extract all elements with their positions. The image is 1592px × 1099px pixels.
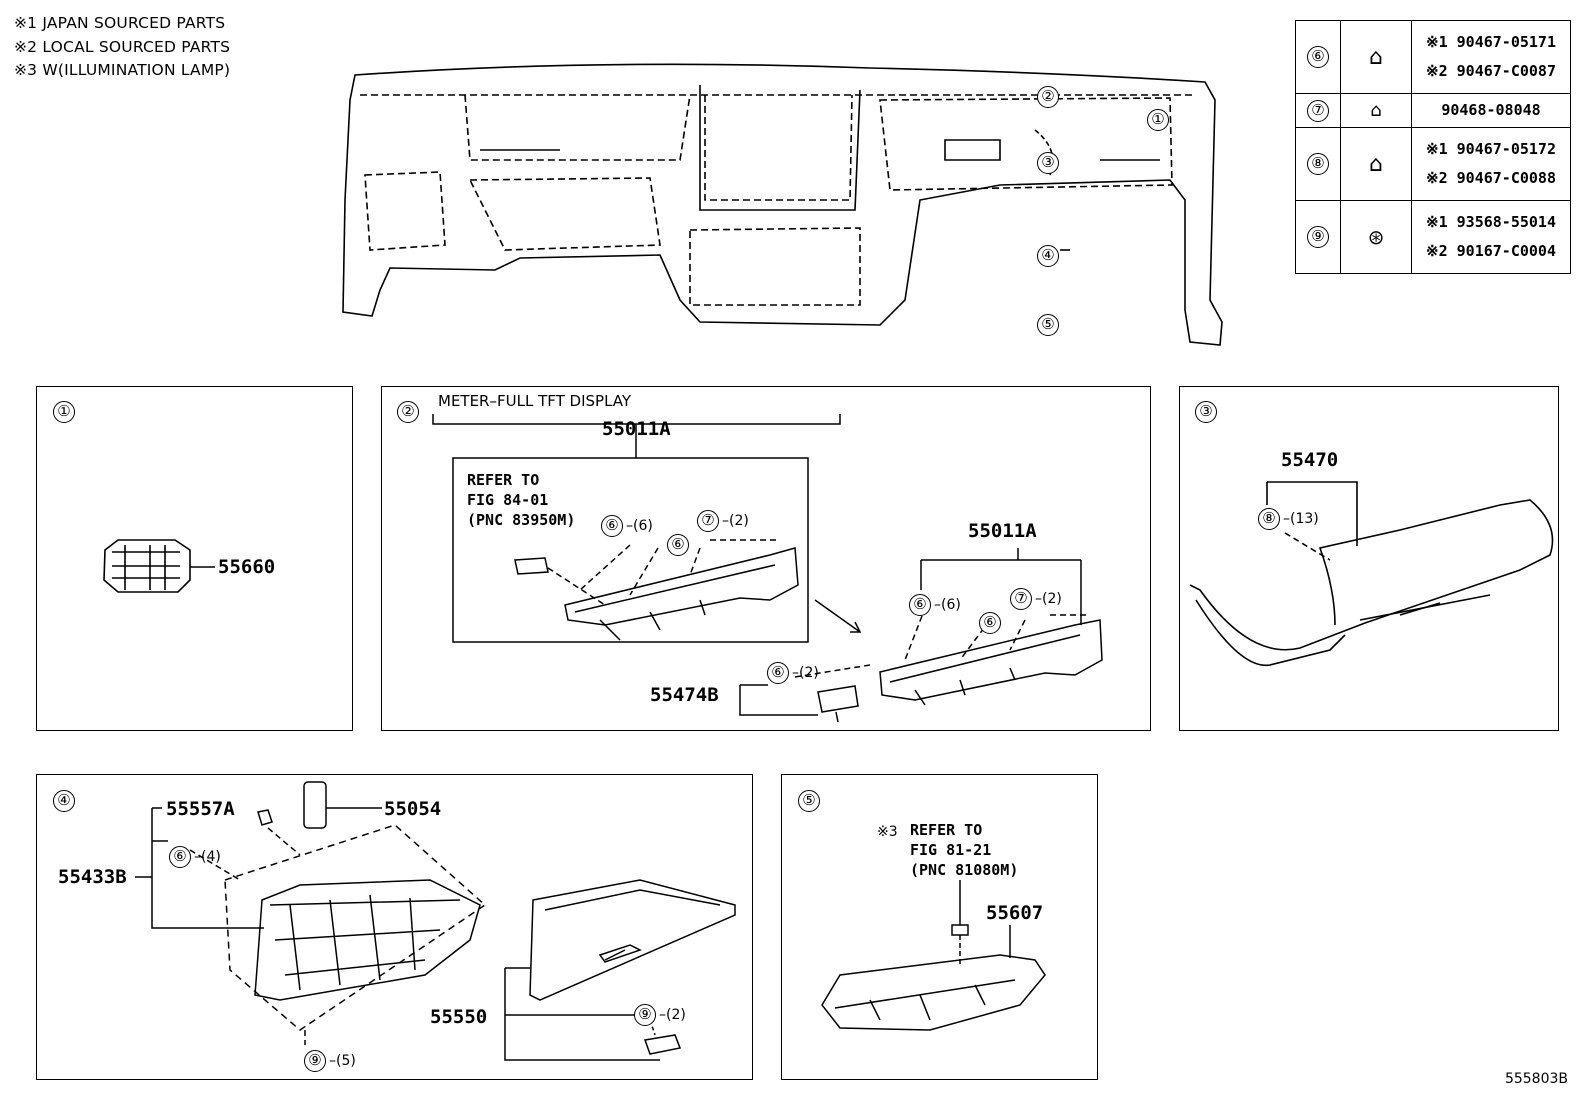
panel-4-callout-6: ⑥ (169, 846, 191, 868)
fastener-code: ※1 93568-55014 (1426, 213, 1556, 231)
panel-4-qty-6: –(4) (194, 849, 221, 865)
fastener-row-7: ⑦ ⌂ 90468-08048 (1295, 93, 1571, 128)
fastener-row-6: ⑥ ⌂ ※1 90467-05171 ※2 90467-C0087 (1295, 20, 1571, 94)
sourcing-notes: ※1 JAPAN SOURCED PARTS ※2 LOCAL SOURCED … (14, 12, 230, 83)
fastener-code: ※2 90467-C0087 (1426, 62, 1556, 80)
panel-5-number: ⑤ (798, 790, 820, 812)
right-callout-6a: ⑥ (909, 594, 931, 616)
fastener-ref: ⑨ (1307, 226, 1329, 248)
note-local: ※2 LOCAL SOURCED PARTS (14, 37, 231, 56)
clip-icon: ⌂ (1369, 151, 1383, 177)
fastener-ref: ⑦ (1307, 99, 1329, 122)
overview-callout-4: ④ (1037, 245, 1059, 267)
illumination-note-mark: ※3 (877, 824, 898, 840)
part-number-55660: 55660 (218, 556, 276, 578)
right-callout-7: ⑦ (1010, 588, 1032, 610)
overview-callout-3: ③ (1037, 152, 1059, 174)
part-number-55557a: 55557A (166, 798, 235, 820)
diagram-id: 555803B (1504, 1071, 1568, 1087)
lower-panel-55470-drawing (1189, 481, 1554, 667)
part-number-55054: 55054 (384, 798, 442, 820)
screw-icon: ⊛ (1367, 225, 1385, 249)
fastener-row-9: ⑨ ⊛ ※1 93568-55014 ※2 90167-C0004 (1295, 200, 1571, 274)
instrument-panel-overview (342, 63, 1223, 346)
fastener-code: ※1 90467-05172 (1426, 140, 1556, 158)
fastener-ref: ⑧ (1307, 153, 1329, 175)
part-number-55011a: 55011A (602, 418, 671, 440)
fastener-code: ※2 90467-C0088 (1426, 169, 1556, 187)
inset-callout-6b: ⑥ (667, 534, 689, 556)
panel-4-qty-9a: –(2) (659, 1007, 686, 1023)
inset-callout-6a: ⑥ (601, 515, 623, 537)
panel-1 (36, 386, 353, 731)
fastener-code: ※2 90167-C0004 (1426, 242, 1556, 260)
part-number-55607: 55607 (986, 902, 1044, 924)
clip-icon: ⌂ (1369, 44, 1383, 70)
right-qty-6a: –(6) (934, 597, 961, 613)
inset-callout-7: ⑦ (697, 510, 719, 532)
part-number-55550: 55550 (430, 1006, 488, 1028)
refer-fig-84-01: REFER TO FIG 84-01 (PNC 83950M) (467, 471, 576, 529)
lower-cover-55607-drawing (821, 880, 1046, 1031)
panel-2 (381, 386, 1151, 731)
meter-display-title: METER–FULL TFT DISPLAY (438, 392, 632, 410)
panel-3-callout-8: ⑧ (1258, 508, 1280, 530)
clip-icon: ⌂ (1370, 100, 1382, 121)
panel-3 (1179, 386, 1559, 731)
overview-callout-5: ⑤ (1037, 314, 1059, 336)
refer-fig-81-21: REFER TO FIG 81-21 (PNC 81080M) (910, 821, 1019, 879)
fastener-row-8: ⑧ ⌂ ※1 90467-05172 ※2 90467-C0088 (1295, 127, 1571, 201)
panel-4 (36, 774, 753, 1080)
right-callout-6b: ⑥ (979, 612, 1001, 634)
fastener-code: ※1 90467-05171 (1426, 33, 1556, 51)
vent-55660-drawing (103, 539, 215, 593)
panel-3-number: ③ (1195, 401, 1217, 423)
glove-box-drawing (135, 781, 736, 1061)
panel-1-number: ① (53, 401, 75, 423)
panel-2-number: ② (397, 401, 419, 423)
overview-callout-1: ① (1147, 109, 1169, 131)
panel-4-number: ④ (53, 790, 75, 812)
panel-4-callout-9a: ⑨ (634, 1004, 656, 1026)
note-illumination: ※3 W(ILLUMINATION LAMP) (14, 61, 231, 79)
meter-hood-drawing (432, 414, 1103, 723)
panel-3-qty-8: –(13) (1283, 511, 1319, 527)
right-qty-7: –(2) (1035, 591, 1062, 607)
panel-5 (781, 774, 1098, 1080)
note-japan: ※1 JAPAN SOURCED PARTS (14, 14, 226, 32)
panel-4-qty-9b: –(5) (329, 1053, 356, 1069)
overview-callout-2: ② (1037, 86, 1059, 108)
part-number-55474b: 55474B (650, 684, 719, 706)
fastener-table: ⑥ ⌂ ※1 90467-05171 ※2 90467-C0087 ⑦ ⌂ 90… (1295, 20, 1571, 274)
part-number-55470: 55470 (1281, 449, 1339, 471)
bottom-qty-6: –(2) (792, 665, 819, 681)
panel-4-callout-9b: ⑨ (304, 1050, 326, 1072)
fastener-ref: ⑥ (1307, 46, 1329, 68)
bottom-callout-6: ⑥ (767, 662, 789, 684)
part-number-55433b: 55433B (58, 866, 127, 888)
inset-qty-7: –(2) (722, 513, 749, 529)
part-number-55011a-right: 55011A (968, 520, 1037, 542)
inset-qty-6a: –(6) (626, 518, 653, 534)
fastener-code: 90468-08048 (1441, 101, 1541, 119)
